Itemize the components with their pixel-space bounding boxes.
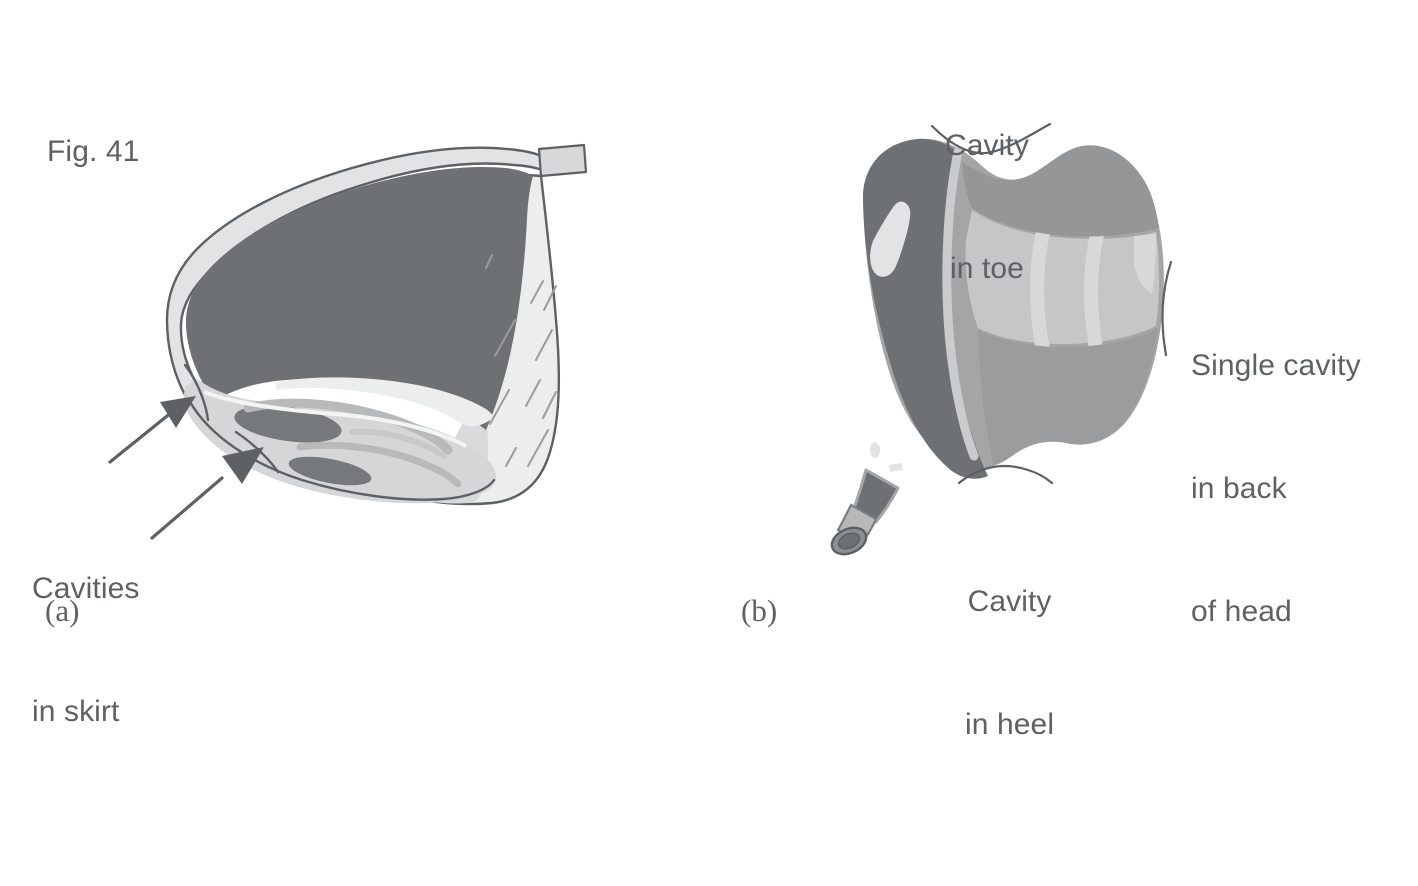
- annotation-cavity-in-heel-line1: Cavity: [967, 585, 1052, 618]
- annotation-cavity-in-toe-line2: in toe: [949, 252, 1024, 285]
- face-small-highlight-b: [889, 463, 903, 472]
- lower-shadow-band-b: [978, 328, 1158, 465]
- annotation-cavity-in-toe: Cavity in toe: [945, 43, 1029, 371]
- arrow-to-upper-skirt-cavity: [108, 396, 196, 464]
- back-cavity-recess-b: [965, 210, 1159, 344]
- cavity-rib-2-b: [1084, 234, 1104, 354]
- interior-cavity-a: [186, 166, 533, 430]
- annotation-single-cavity-in-back-of-head: Single cavity in back of head: [1191, 263, 1361, 714]
- annotation-cavities-in-skirt: Cavities in skirt: [32, 486, 140, 814]
- skirt-swirl-3: [349, 428, 447, 459]
- panel-b-illustration: [830, 122, 1173, 556]
- back-leader-arc: [1161, 260, 1173, 357]
- heel-leader-arc: [957, 464, 1054, 485]
- arrow-to-lower-skirt-cavity: [150, 447, 264, 540]
- annotation-cavity-in-heel: Cavity in heel: [965, 499, 1054, 827]
- skirt-outline-a: [188, 400, 496, 501]
- annotation-cavity-in-toe-line1: Cavity: [945, 129, 1029, 162]
- skirt-swirl-2: [296, 441, 462, 488]
- figure-number-label: Fig. 41: [47, 135, 140, 168]
- skirt-cavity-pocket-1: [234, 405, 342, 443]
- cavity-rib-1-b: [1030, 232, 1050, 350]
- skirt-leader-curve-1: [183, 363, 210, 422]
- annotation-single-cavity-line1: Single cavity: [1191, 349, 1361, 382]
- skirt-edge-highlight-a: [203, 390, 467, 448]
- annotation-single-cavity-line3: of head: [1191, 595, 1292, 628]
- upper-crown-shadow-b: [962, 145, 1159, 237]
- face-specular-highlight-b: [870, 201, 911, 277]
- annotation-single-cavity-line2: in back: [1191, 472, 1287, 505]
- annotation-cavity-in-heel-line2: in heel: [965, 708, 1055, 741]
- face-grooves-a: [485, 254, 557, 467]
- edge-highlight-b: [942, 147, 979, 461]
- annotation-cavities-in-skirt-line1: Cavities: [32, 572, 140, 605]
- skirt-cavity-pocket-2: [288, 456, 372, 486]
- skirt-swirl-1: [243, 398, 453, 455]
- panel-letter-a: (a): [45, 593, 80, 628]
- hosel-neck-b: [852, 468, 900, 524]
- face-dot-highlight-b: [870, 442, 880, 458]
- annotation-cavities-in-skirt-line2: in skirt: [32, 695, 120, 728]
- hosel-a: [537, 143, 588, 178]
- shaft-bore-inner-b: [837, 532, 861, 550]
- cavity-highlight-a: [276, 377, 494, 427]
- cavity-rib-3-b: [1134, 234, 1156, 294]
- panel-a-illustration: [108, 143, 588, 540]
- panel-letter-b: (b): [741, 593, 778, 628]
- toe-leader-arc: [930, 122, 1052, 155]
